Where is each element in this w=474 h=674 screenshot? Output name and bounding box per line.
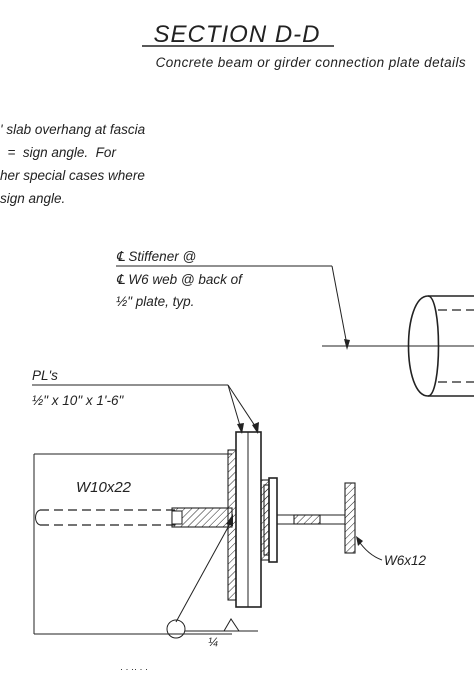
tee-label: W6x12 xyxy=(384,553,427,568)
stiffener-weld xyxy=(263,484,270,556)
callout-stiffener-arrow xyxy=(344,339,350,350)
weld-symbol-leader xyxy=(175,519,233,623)
beam-w10x22 xyxy=(33,453,232,635)
note-line-4: sign angle. xyxy=(0,191,65,206)
tee-w6x12 xyxy=(276,482,356,554)
callout-stiffener-line-2: ℄ W6 web @ back of xyxy=(116,272,243,287)
section-subtitle: Concrete beam or girder connection plate… xyxy=(156,55,466,70)
note-line-1: ' slab overhang at fascia xyxy=(0,122,146,137)
weld-size-label: ¼ xyxy=(208,635,218,649)
callout-plates-arrow-2 xyxy=(252,422,259,434)
callout-plates-leader-2 xyxy=(227,384,258,430)
pipe-section xyxy=(407,295,474,397)
bottom-faint-text: · · ·· · · xyxy=(120,664,148,674)
callout-stiffener-leader xyxy=(331,265,348,346)
callout-plates-leader-1 xyxy=(227,384,242,430)
weld-symbol-arrow xyxy=(226,514,233,526)
weld-symbol-circle xyxy=(166,619,186,639)
callout-plates-line-1: PL's xyxy=(32,368,58,383)
beam-label: W10x22 xyxy=(76,479,132,496)
section-title: SECTION D-D xyxy=(154,21,321,48)
weld-nose xyxy=(171,510,183,525)
connection-plates xyxy=(235,431,262,608)
fillet-weld-triangle xyxy=(223,618,240,632)
note-line-2: = sign angle. For xyxy=(0,145,116,160)
callout-stiffener-line-3: ½" plate, typ. xyxy=(116,294,194,309)
stiffener-plate xyxy=(268,477,278,563)
callout-stiffener-line-1: ℄ Stiffener @ xyxy=(116,249,196,264)
tee-label-arrow xyxy=(356,536,363,546)
note-line-3: her special cases where xyxy=(0,168,145,183)
tee-label-leader xyxy=(357,539,383,561)
callout-plates-line-2: ½" x 10" x 1'-6" xyxy=(32,393,124,408)
